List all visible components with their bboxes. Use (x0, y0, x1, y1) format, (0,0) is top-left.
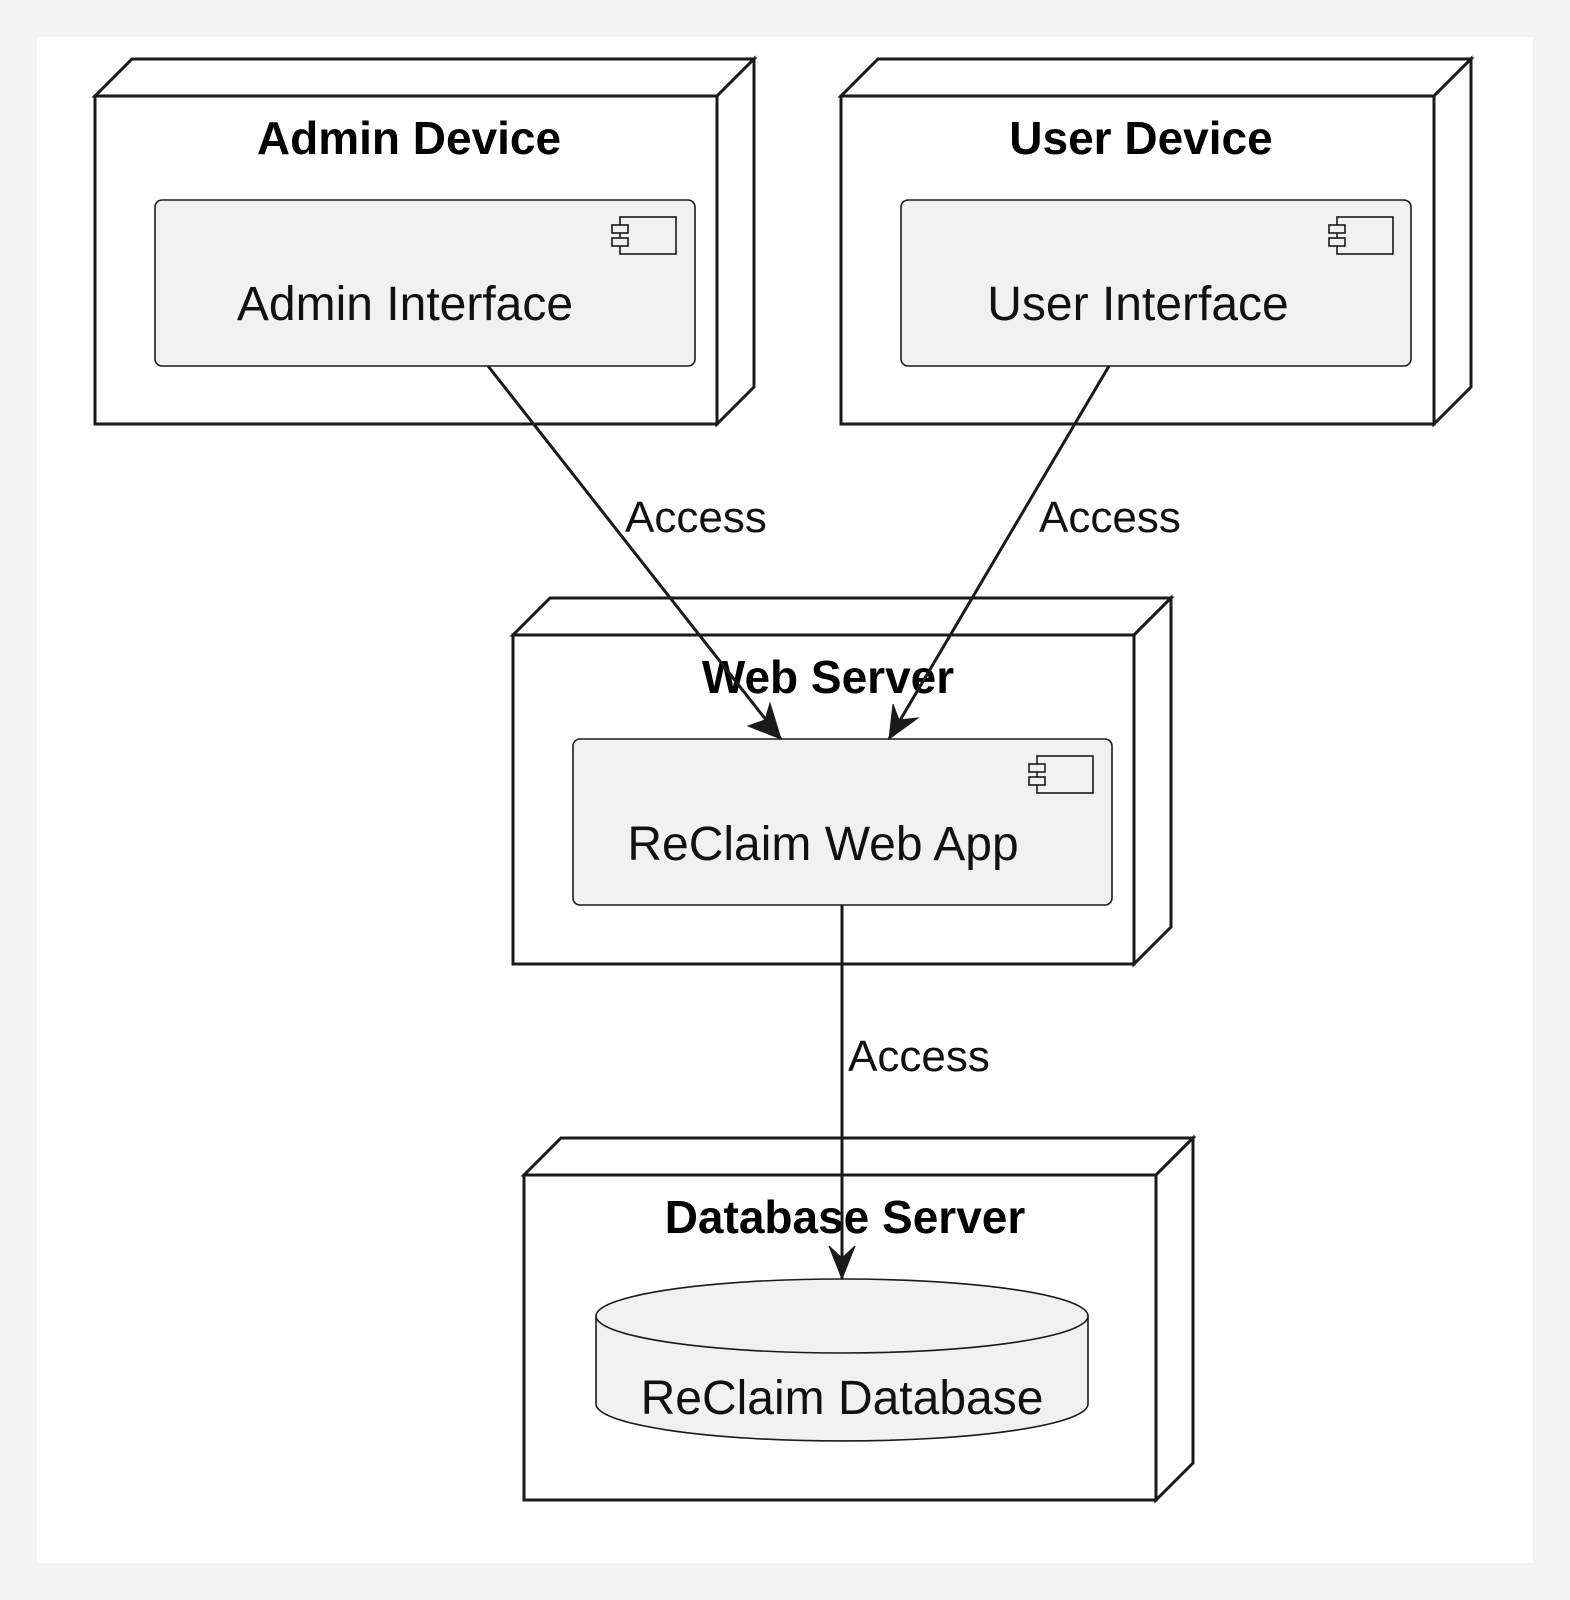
component-box (900, 199, 1412, 367)
database-top (595, 1278, 1089, 1354)
node-title: Database Server (665, 1191, 1026, 1243)
node-3d-top (91, 57, 758, 98)
arrow-head (746, 701, 782, 740)
node-3d-side (1154, 1134, 1195, 1504)
component-label: ReClaim Web App (627, 818, 1018, 871)
arrow-head (888, 703, 920, 741)
arrow-head (828, 1245, 856, 1281)
node-title: User Device (1009, 112, 1272, 164)
edge-line (486, 365, 783, 740)
edge-line (887, 365, 1111, 740)
node-3d-top (509, 596, 1175, 637)
user-device-node: User Device User Interface (837, 55, 1475, 428)
component-icon (611, 216, 677, 255)
node-3d-side (715, 55, 756, 428)
node-3d-top (837, 57, 1475, 98)
node-3d-side (1432, 55, 1473, 428)
reclaim-web-app-component: ReClaim Web App (572, 738, 1113, 906)
reclaim-database-cylinder: ReClaim Database (595, 1278, 1089, 1442)
edge-user-to-webapp: Access (887, 365, 1181, 741)
edge-label: Access (848, 1032, 990, 1081)
database-label: ReClaim Database (641, 1372, 1044, 1425)
admin-interface-component: Admin Interface (154, 199, 696, 367)
database-server-node: Database Server ReClaim Database (520, 1134, 1197, 1504)
component-box (154, 199, 696, 367)
edge-webapp-to-database: Access (828, 905, 990, 1281)
admin-device-node: Admin Device Admin Interface (91, 55, 758, 428)
component-label: User Interface (987, 278, 1288, 331)
node-3d-top (520, 1136, 1197, 1177)
node-title: Web Server (702, 651, 954, 703)
component-icon (1328, 216, 1394, 255)
web-server-node: Web Server ReClaim Web App (509, 594, 1175, 968)
edge-label: Access (1039, 493, 1181, 542)
edge-label: Access (625, 493, 767, 542)
node-title: Admin Device (257, 112, 561, 164)
user-interface-component: User Interface (900, 199, 1412, 367)
edge-admin-to-webapp: Access (486, 365, 783, 740)
component-label: Admin Interface (237, 278, 573, 331)
node-3d-side (1132, 594, 1173, 968)
component-icon (1028, 755, 1094, 794)
